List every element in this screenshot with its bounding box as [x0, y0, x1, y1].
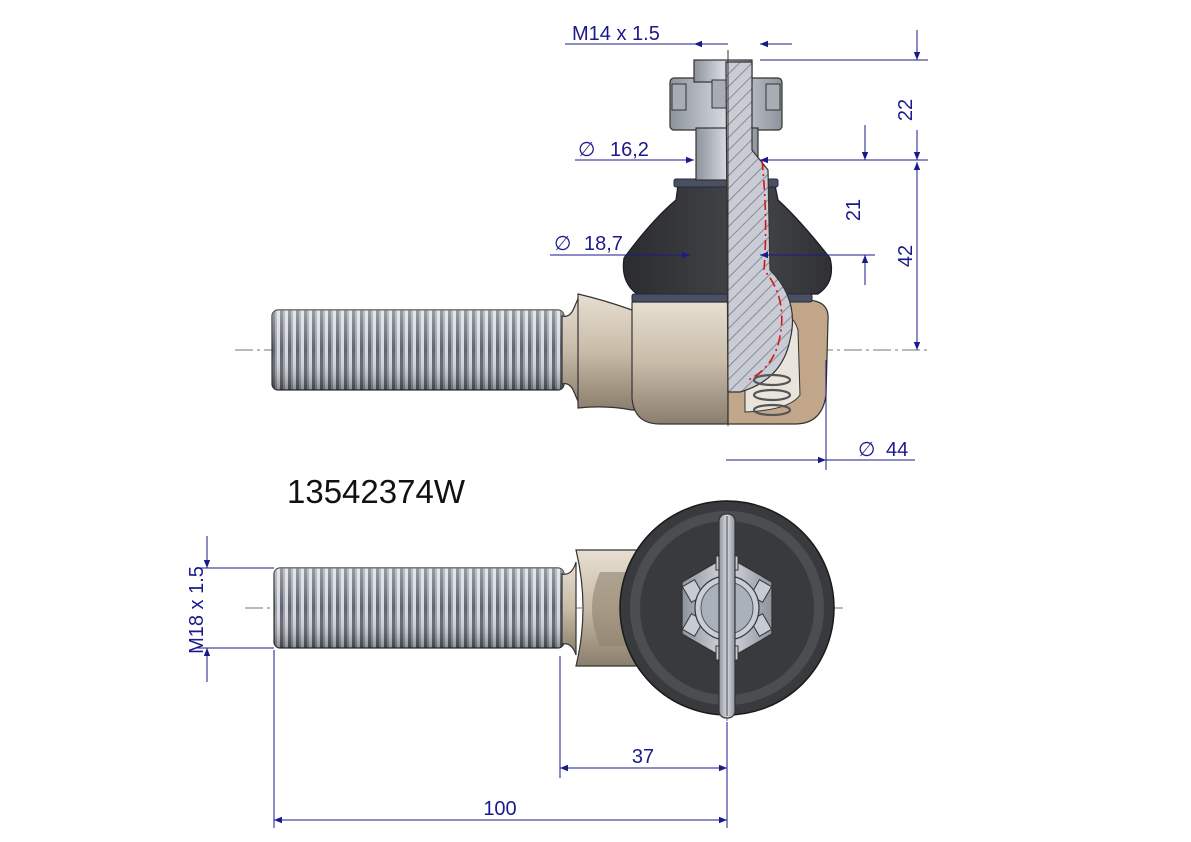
dim-housing-diameter-symbol: ∅ [858, 439, 875, 461]
dim-pin-diameter-symbol: ∅ [578, 139, 595, 161]
dim-housing-diameter: 44 [886, 439, 908, 461]
part-number: 13542374W [287, 473, 466, 510]
dimensions-side-view [550, 30, 928, 470]
dim-nut-height: 22 [895, 99, 917, 121]
dimension-labels-side: M14 x 1.5 22 ∅ 16,2 21 ∅ 18,7 42 ∅ 44 [554, 23, 917, 461]
hidden-center-line [747, 159, 783, 381]
shank-neck-plan [561, 561, 577, 656]
dim-cone-diameter: 18,7 [584, 233, 623, 255]
dim-cone-diameter-symbol: ∅ [554, 233, 571, 255]
shank-neck-side [561, 293, 581, 407]
ball-stud-section [725, 61, 794, 393]
dimension-labels-plan: M18 x 1.5 37 100 [186, 566, 654, 820]
housing-body-side [631, 301, 729, 425]
spring-coils [752, 373, 792, 417]
dim-total-length: 100 [483, 798, 516, 820]
dim-total-height: 42 [895, 245, 917, 267]
dim-shank-to-center: 37 [632, 746, 654, 768]
collar-shadow-plan [592, 572, 630, 646]
dim-shank-thread: M18 x 1.5 [186, 566, 208, 654]
dim-nut-thread: M14 x 1.5 [572, 23, 660, 45]
side-view [235, 50, 930, 426]
shank-thread-plan [273, 567, 565, 649]
shank-thread-side [271, 309, 565, 391]
dim-pin-diameter: 16,2 [610, 139, 649, 161]
dimensions-plan-view [196, 536, 728, 828]
shank-collar-side [577, 293, 641, 411]
dim-cone-height: 21 [843, 199, 865, 221]
plan-view [245, 500, 845, 725]
